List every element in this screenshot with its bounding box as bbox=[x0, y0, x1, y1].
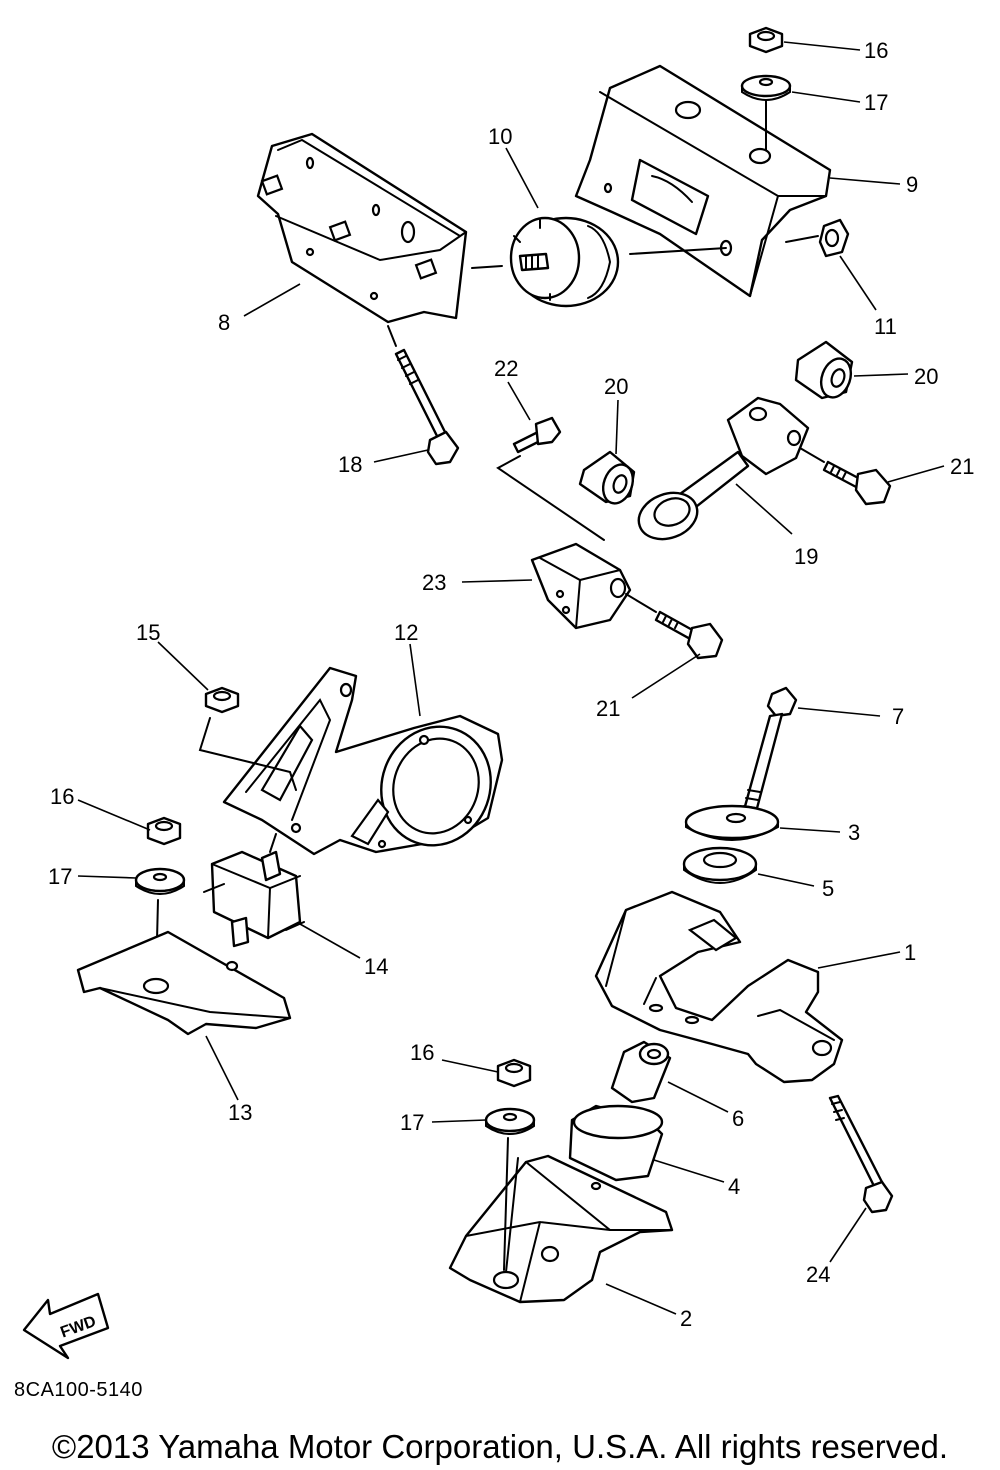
part-17-washer-left bbox=[134, 867, 186, 895]
callout-numbers: 16 17 9 10 11 8 20 20 22 18 21 19 23 21 … bbox=[48, 38, 974, 1331]
callout-16: 16 bbox=[50, 784, 74, 809]
part-11-collar bbox=[818, 218, 850, 258]
callout-23: 23 bbox=[422, 570, 446, 595]
part-4-rubber-block bbox=[568, 1104, 664, 1182]
part-1-bracket bbox=[594, 890, 844, 1084]
centerline-15-12 bbox=[198, 717, 297, 791]
fwd-arrow-icon: FWD bbox=[22, 1292, 110, 1360]
callout-17: 17 bbox=[48, 864, 72, 889]
part-20-bushing-right bbox=[794, 340, 854, 400]
part-15-nut bbox=[204, 686, 240, 714]
part-14-mount bbox=[203, 850, 305, 948]
callout-16: 16 bbox=[410, 1040, 434, 1065]
callout-21: 21 bbox=[596, 696, 620, 721]
callout-9: 9 bbox=[906, 172, 918, 197]
callout-16: 16 bbox=[864, 38, 888, 63]
centerline-8-10 bbox=[471, 265, 503, 269]
part-20-bushing-center bbox=[578, 450, 636, 505]
part-13-plate bbox=[76, 930, 292, 1036]
callout-13: 13 bbox=[228, 1100, 252, 1125]
callout-17: 17 bbox=[864, 90, 888, 115]
part-17-washer-top bbox=[740, 74, 792, 101]
part-10-mount bbox=[509, 216, 620, 308]
part-19-torque-rod bbox=[637, 396, 810, 541]
part-16-nut-lower bbox=[496, 1058, 532, 1088]
callout-15: 15 bbox=[136, 620, 160, 645]
part-21-bolt-upper bbox=[822, 460, 892, 506]
centerline-10-9 bbox=[629, 247, 727, 255]
part-16-nut-top bbox=[748, 26, 784, 54]
centerline-9-11 bbox=[785, 235, 819, 243]
part-3-washer bbox=[684, 804, 780, 841]
callout-18: 18 bbox=[338, 452, 362, 477]
callout-1: 1 bbox=[904, 940, 916, 965]
callout-19: 19 bbox=[794, 544, 818, 569]
part-18-bolt bbox=[394, 348, 460, 466]
centerline-8-18 bbox=[387, 325, 397, 347]
callout-20: 20 bbox=[914, 364, 938, 389]
callout-17: 17 bbox=[400, 1110, 424, 1135]
callout-21: 21 bbox=[950, 454, 974, 479]
callout-20: 20 bbox=[604, 374, 628, 399]
callout-6: 6 bbox=[732, 1106, 744, 1131]
callout-10: 10 bbox=[488, 124, 512, 149]
leader-lines bbox=[77, 41, 945, 1315]
centerline-4-2 bbox=[505, 1157, 519, 1273]
part-8-bracket bbox=[256, 132, 468, 324]
callout-12: 12 bbox=[394, 620, 418, 645]
callout-8: 8 bbox=[218, 310, 230, 335]
callout-14: 14 bbox=[364, 954, 388, 979]
callout-22: 22 bbox=[494, 356, 518, 381]
part-23-bracket bbox=[530, 542, 632, 630]
part-12-bracket bbox=[222, 666, 504, 856]
centerline-22-23 bbox=[496, 455, 605, 541]
callout-11: 11 bbox=[874, 314, 897, 339]
part-7-bolt bbox=[742, 686, 798, 814]
centerline-17-2 bbox=[503, 1137, 509, 1271]
callout-2: 2 bbox=[680, 1306, 692, 1331]
callout-24: 24 bbox=[806, 1262, 830, 1287]
centerline-12-14 bbox=[269, 833, 277, 853]
centerline-23-21 bbox=[625, 593, 657, 613]
part-16-nut-left bbox=[146, 816, 182, 846]
callout-3: 3 bbox=[848, 820, 860, 845]
copyright-notice: ©2013 Yamaha Motor Corporation, U.S.A. A… bbox=[51, 1428, 949, 1465]
drawing-code: 8CA100-5140 bbox=[14, 1379, 143, 1401]
callout-4: 4 bbox=[728, 1174, 740, 1199]
part-22-bolt bbox=[512, 416, 562, 454]
centerline-19-21 bbox=[799, 447, 825, 463]
part-6-collar bbox=[610, 1040, 672, 1104]
part-24-bolt bbox=[828, 1094, 894, 1214]
callout-5: 5 bbox=[822, 876, 834, 901]
part-5-rubber-washer bbox=[682, 846, 758, 884]
callout-7: 7 bbox=[892, 704, 904, 729]
part-17-washer-lower bbox=[484, 1107, 536, 1135]
part-9-bracket bbox=[574, 64, 832, 298]
part-21-bolt-lower bbox=[654, 610, 724, 660]
